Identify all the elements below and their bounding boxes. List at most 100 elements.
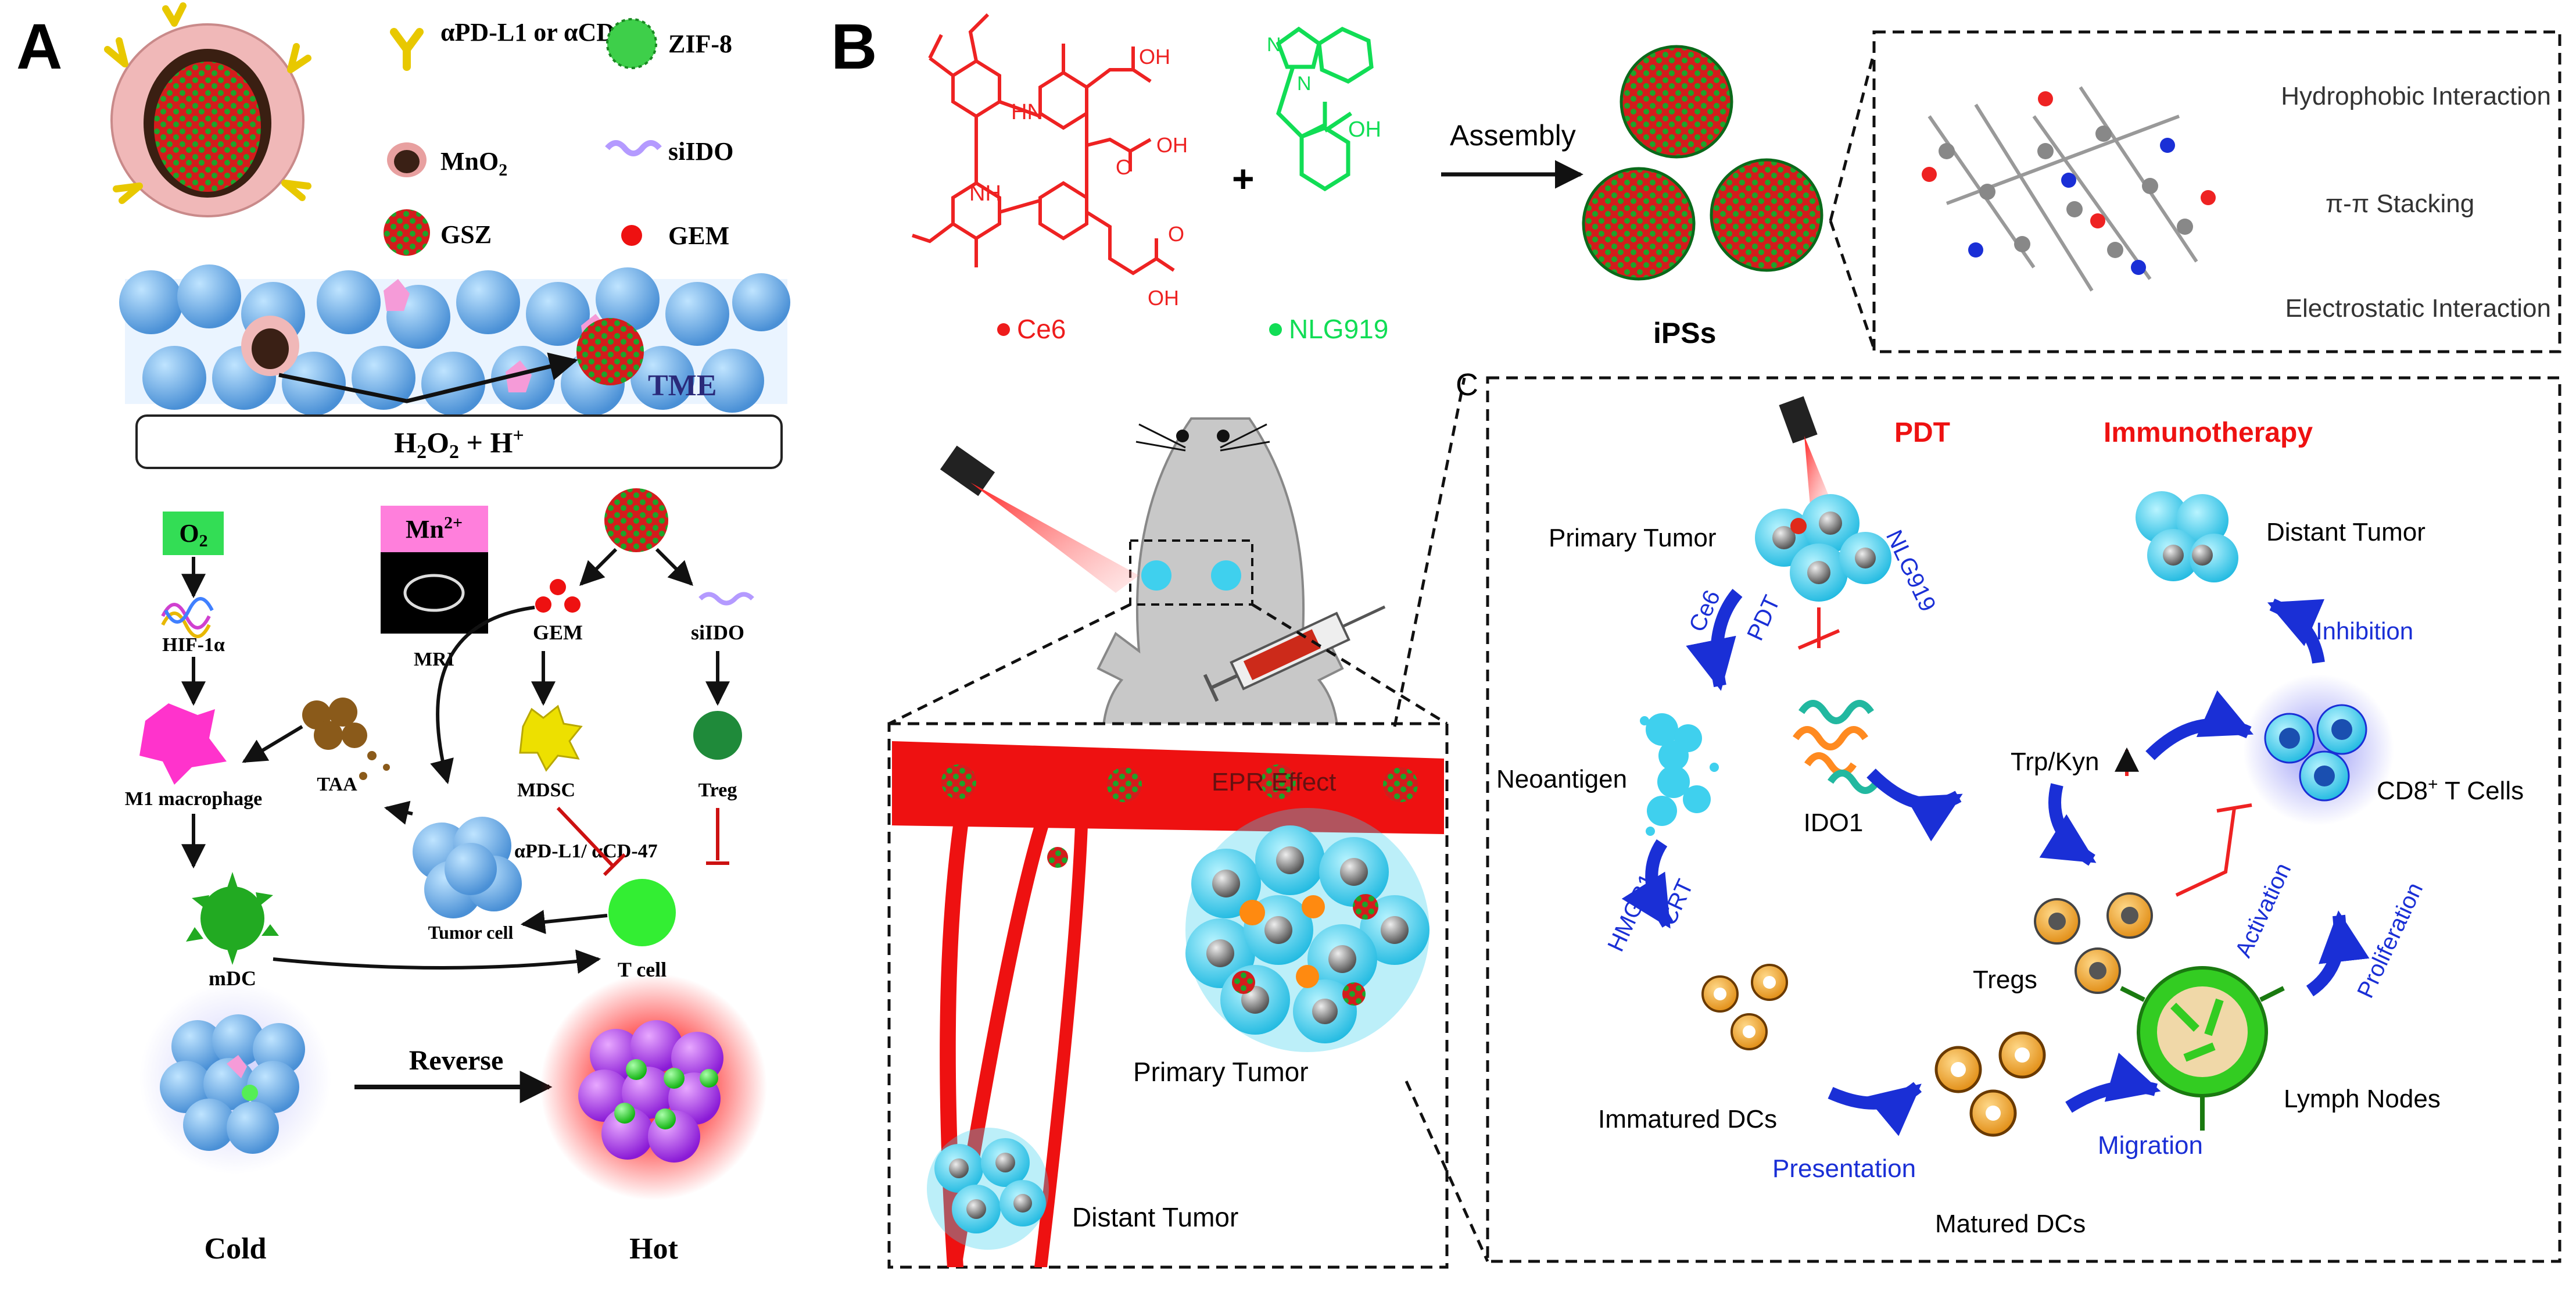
panel-b: B HN NH OH OH O OH O Ce6 +: [831, 11, 2561, 1269]
panel-c-box: [1486, 376, 2561, 1263]
ce6-nh-label: NH: [969, 181, 1001, 206]
ido1-label: IDO1: [1804, 809, 1864, 837]
panel-a: A αPD-L1 or αCD47 MnO2: [16, 2, 790, 1265]
nlg919-label: NLG919: [1289, 314, 1388, 344]
laser-icon: [940, 445, 1139, 593]
panel-a-legend: αPD-L1 or αCD47 MnO2 GSZ ZIF-8 siIDO GEM: [384, 18, 733, 256]
legend-siido: siIDO: [668, 137, 733, 166]
ce6-o3: O: [1168, 222, 1184, 246]
ce6-hn-label: HN: [1011, 100, 1043, 124]
trpkyn-label: Trp/Kyn: [2011, 748, 2099, 776]
ce6-structure: [912, 13, 1175, 276]
legend-mno2: MnO2: [440, 147, 507, 180]
h2o2-box: [135, 414, 783, 469]
mno2-icon: [387, 142, 427, 177]
activation-label: Activation: [2230, 859, 2296, 961]
taa-label: TAA: [317, 774, 357, 795]
gem-icon: [621, 225, 642, 246]
m1-label: M1 macrophage: [125, 788, 262, 810]
distant-tumor-label-b: Distant Tumor: [1072, 1202, 1238, 1232]
nlg919-dot-icon: [1269, 323, 1282, 336]
assembly-label: Assembly: [1450, 119, 1576, 152]
ce6-oh3: OH: [1148, 286, 1179, 310]
vessel-particles: [941, 764, 1418, 868]
immunotherapy-title: Immunotherapy: [2104, 417, 2313, 448]
legend-gem: GEM: [668, 221, 729, 250]
treg-icon: [693, 711, 742, 760]
migration-label: Migration: [2098, 1131, 2203, 1160]
interaction-inset-box: [1872, 30, 2561, 353]
nanoparticle-illustration: [104, 2, 311, 217]
immatured-label: Immatured DCs: [1598, 1105, 1777, 1133]
ce6-o2: O: [1116, 155, 1132, 179]
nlg-n1: N: [1267, 34, 1281, 56]
mri-image: [381, 552, 488, 634]
hif-label: HIF-1α: [162, 634, 225, 656]
laser-c-icon: [1779, 396, 1830, 506]
siido-strand-icon: [698, 592, 754, 606]
taa-icon: [302, 698, 390, 780]
matured-dcs-icon: [1934, 1031, 2046, 1137]
distant-tumor-b: [927, 1128, 1049, 1250]
cold-tumor-icon: [139, 982, 331, 1174]
nlg-oh: OH: [1348, 117, 1381, 142]
neoantigen-label: Neoantigen: [1496, 765, 1627, 793]
hif-icon: [161, 597, 214, 638]
h2o2-text: H2O2 + H+: [394, 425, 524, 463]
ipss-spheres: [1582, 45, 1823, 281]
gsz-icon: [384, 209, 430, 256]
tumor-cell-icon: [413, 817, 522, 918]
nlg919-blue-label: NLG919: [1881, 526, 1941, 616]
gem-label: GEM: [533, 621, 583, 644]
panel-a-label: A: [16, 11, 62, 83]
hydrophobic-label: Hydrophobic Interaction: [2281, 82, 2551, 110]
zif8-icon: [606, 18, 657, 69]
primary-tumor-mass: [1185, 808, 1429, 1052]
pdt-title: PDT: [1894, 417, 1950, 448]
primary-tumor-label-c: Primary Tumor: [1549, 524, 1716, 552]
reverse-label: Reverse: [409, 1045, 504, 1076]
tregs-icon: [2034, 892, 2153, 994]
ce6-label: Ce6: [1017, 314, 1066, 344]
molecular-model: [1922, 86, 2216, 292]
legend-gsz: GSZ: [440, 220, 492, 249]
epr-label: EPR Effect: [1212, 768, 1336, 796]
lymph-node-icon: [2120, 966, 2285, 1131]
panel-b-label: B: [831, 11, 877, 83]
immatured-dcs-icon: [1701, 964, 1788, 1050]
tme-strip: TME: [119, 264, 790, 416]
inhibition-label: Inhibition: [2316, 617, 2413, 645]
cd8-label: CD8+ T Cells: [2377, 775, 2524, 805]
distant-tumor-c: [2136, 491, 2238, 582]
antibodies-label: αPD-L1/ αCD-47: [514, 841, 658, 862]
syringe-icon: [1203, 605, 1386, 702]
ipss-label: iPSs: [1653, 317, 1716, 349]
nlg919-structure: [1276, 26, 1374, 192]
m1-macrophage-icon: [139, 703, 227, 785]
panel-c: C PDT Immunotherapy Primary Tumor Distan…: [1393, 367, 2561, 1263]
cd8-t-cells-icon: [2243, 674, 2394, 825]
ido1-protein-icon: [1793, 700, 1880, 794]
pipi-label: π-π Stacking: [2326, 189, 2474, 218]
distant-tumor-label-c: Distant Tumor: [2266, 518, 2425, 546]
neoantigen-icon: [1640, 713, 1719, 836]
gsz-small-icon: [604, 488, 668, 552]
mdsc-label: MDSC: [517, 779, 575, 801]
nlg-n2: N: [1297, 73, 1312, 95]
primary-tumor-label-b: Primary Tumor: [1133, 1057, 1309, 1087]
presentation-label: Presentation: [1772, 1154, 1916, 1183]
cold-label: Cold: [205, 1232, 267, 1265]
matured-label: Matured DCs: [1935, 1210, 2086, 1238]
hot-label: Hot: [629, 1232, 678, 1265]
t-cell-icon: [608, 879, 676, 946]
mdsc-icon: [519, 704, 583, 772]
ce6-oh2: OH: [1156, 133, 1188, 157]
electrostatic-label: Electrostatic Interaction: [2285, 294, 2551, 323]
gem-dots-icon: [535, 579, 581, 613]
treg-label: Treg: [698, 779, 737, 801]
tumor-cell-label: Tumor cell: [428, 922, 514, 943]
panel-c-label: C: [1456, 367, 1478, 402]
proliferation-label: Proliferation: [2352, 879, 2428, 1002]
mdc-icon: [186, 872, 279, 965]
ce6-dot-icon: [997, 323, 1010, 336]
